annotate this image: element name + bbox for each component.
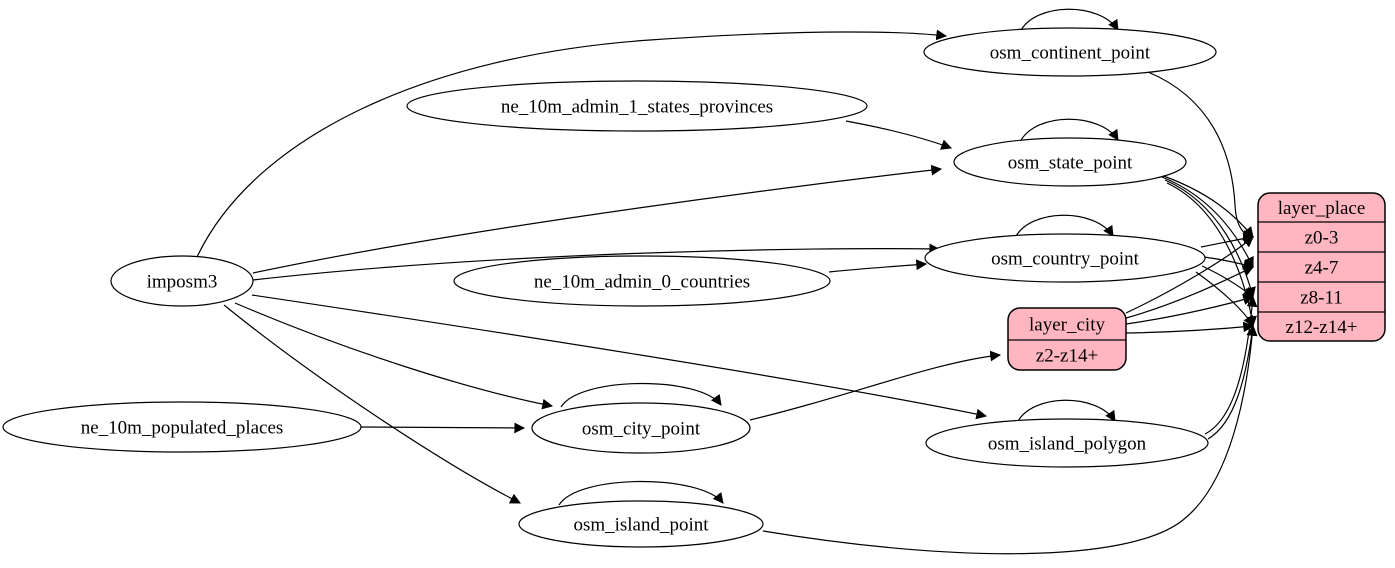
table-label-imposm3: imposm3 [147,272,218,293]
record-row-label-layer_place-z12-z14+: z12-z14+ [1286,317,1358,338]
table-label-osm_island_polygon: osm_island_polygon [988,434,1147,455]
edge-imposm3-to-osm_city_point [234,302,554,410]
self-loop-osm_country_point [1014,214,1114,239]
table-ellipse-ne_10m_admin_1_states_provinces [406,80,868,132]
table-label-osm_city_point: osm_city_point [582,419,701,440]
edge-osm_state_point-to-layer_place:z12-z14+ [1166,182,1257,328]
edge-imposm3-to-osm_state_point [252,164,943,274]
table-label-ne_10m_admin_1_states_provinces: ne_10m_admin_1_states_provinces [501,97,773,118]
record-row-label-layer_city-z2-z14+: z2-z14+ [1036,346,1098,367]
table-label-osm_country_point: osm_country_point [991,249,1139,270]
self-loop-osm_state_point [1019,118,1119,143]
table-label-osm_state_point: osm_state_point [1008,153,1133,174]
edge-layer_city:z2-z14+-to-layer_place:z4-7 [1125,266,1254,319]
edge-imposm3-to-osm_island_point [223,304,521,504]
table-ellipse-osm_island_polygon [925,418,1209,468]
table-node-osm_country_point: osm_country_point [924,233,1206,283]
record-row-label-layer_place-z4-7: z4-7 [1305,258,1339,279]
edge-imposm3-to-osm_island_polygon [251,294,988,420]
record-row-label-layer_place-header: layer_place [1278,198,1366,219]
self-loop-osm_city_point [560,382,722,408]
table-label-osm_island_point: osm_island_point [573,515,709,536]
edge-imposm3-to-osm_continent_point [196,29,948,258]
edge-layer_city:z2-z14+-to-layer_place:z12-z14+ [1125,321,1255,334]
table-node-osm_island_polygon: osm_island_polygon [925,418,1209,468]
edge-osm_state_point-to-layer_place:z8-11 [1164,179,1256,299]
table-ellipse-ne_10m_admin_0_countries [453,255,831,307]
table-node-osm_island_point: osm_island_point [518,500,764,548]
edge-ne_10m_admin_0_countries-to-osm_country_point [828,259,928,273]
table-label-osm_continent_point: osm_continent_point [990,43,1151,64]
edge-layer_city:z2-z14+-to-layer_place:z8-11 [1125,294,1255,325]
edge-osm_island_point-to-layer_place:z12-z14+ [762,324,1258,555]
table-label-ne_10m_populated_places: ne_10m_populated_places [81,418,284,439]
self-loop-osm_island_point [558,480,724,506]
edge-layer_city:z2-z14+-to-layer_place:z0-3 [1125,236,1254,314]
table-ellipse-imposm3 [110,255,254,307]
edge-osm_island_polygon-to-layer_place:z12-z14+ [1207,324,1258,440]
record-row-label-layer_place-z0-3: z0-3 [1305,228,1339,249]
edge-osm_island_polygon-to-layer_place:z8-11 [1204,295,1258,435]
record-row-label-layer_city-header: layer_city [1029,315,1105,336]
table-node-ne_10m_admin_0_countries: ne_10m_admin_0_countries [453,255,831,307]
table-node-osm_state_point: osm_state_point [953,137,1187,187]
table-ellipse-ne_10m_populated_places [2,401,362,453]
table-ellipse-osm_continent_point [923,27,1217,77]
layer-record-box-layer_city [1007,307,1127,371]
edge-osm_city_point-to-layer_city:z2-z14+ [749,350,1002,421]
table-label-ne_10m_admin_0_countries: ne_10m_admin_0_countries [534,272,750,293]
table-ellipse-osm_country_point [924,233,1206,283]
table-node-ne_10m_admin_1_states_provinces: ne_10m_admin_1_states_provinces [406,80,868,132]
layer-record-layer_place: layer_place z0-3 z4-7 z8-11 z12-z14+ [1257,192,1386,342]
edge-ne_10m_admin_1_states_provinces-to-osm_state_point [845,120,953,150]
self-loop-osm_continent_point [1019,8,1119,33]
table-ellipse-osm_state_point [953,137,1187,187]
layer-record-box-layer_place [1257,192,1386,342]
record-row-label-layer_place-z8-11: z8-11 [1300,288,1343,309]
table-ellipse-osm_island_point [518,500,764,548]
edge-osm_state_point-to-layer_place:z4-7 [1161,176,1254,268]
table-node-osm_continent_point: osm_continent_point [923,27,1217,77]
edge-osm_state_point-to-layer_place:z0-3 [1157,173,1254,238]
table-ellipse-osm_city_point [531,402,751,454]
edge-osm_country_point-to-layer_place:z4-7 [1203,256,1255,270]
nodes-layer: imposm3 ne_10m_admin_1_states_provincesne… [2,27,1386,548]
layer-record-layer_city: layer_city z2-z14+ [1007,307,1127,371]
table-node-osm_city_point: osm_city_point [531,402,751,454]
edge-osm_continent_point-to-layer_place:z0-3 [1147,71,1255,241]
edge-ne_10m_populated_places-to-osm_city_point [360,422,526,434]
edges-layer [196,8,1258,555]
table-node-imposm3: imposm3 [110,255,254,307]
table-node-ne_10m_populated_places: ne_10m_populated_places [2,401,362,453]
edge-imposm3-to-osm_country_point [252,243,941,281]
self-loop-osm_island_polygon [1016,399,1116,424]
